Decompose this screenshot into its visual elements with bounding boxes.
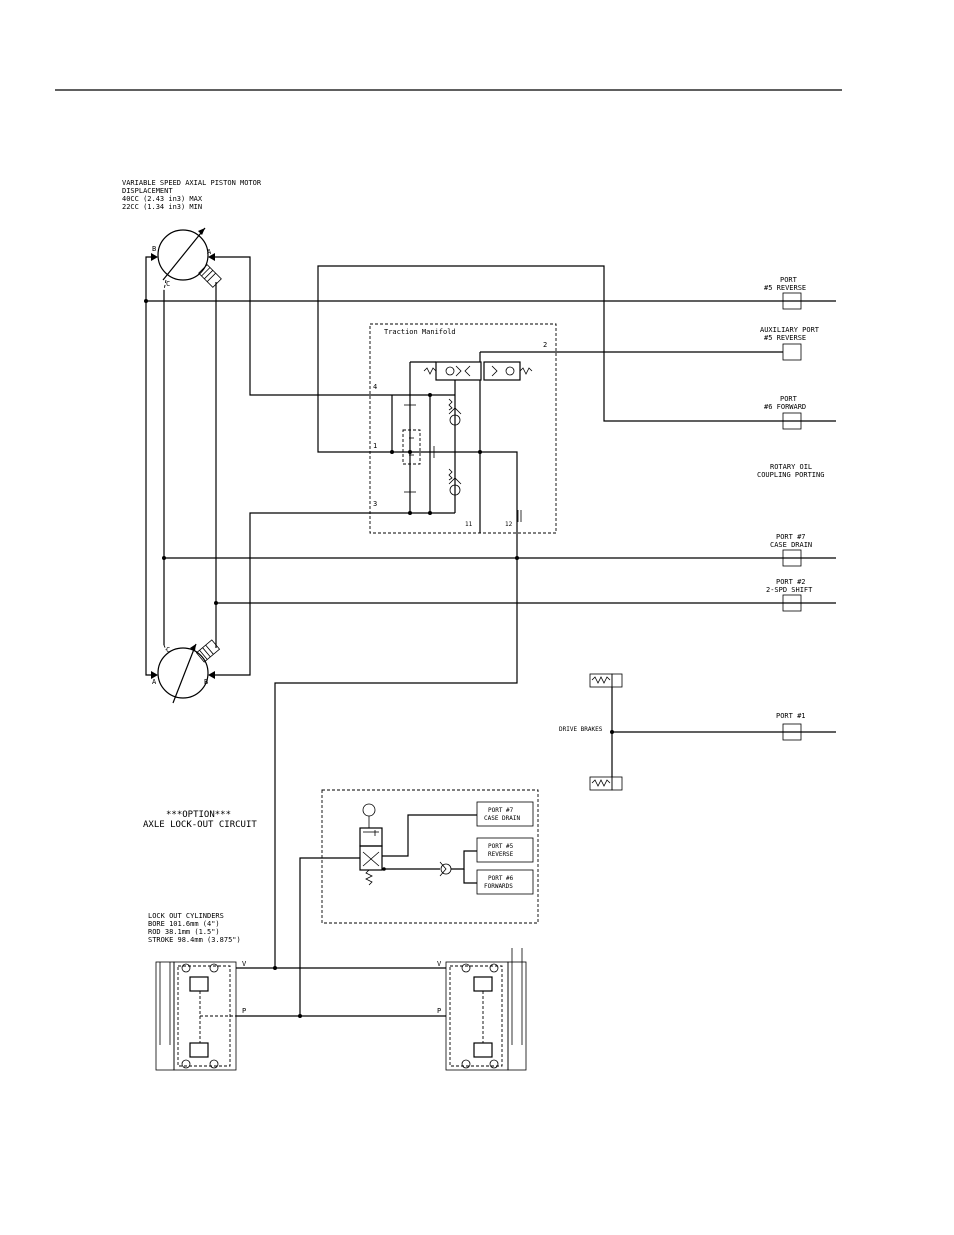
motor-bottom: A B C bbox=[151, 639, 221, 704]
port-5-reverse: PORT #5 REVERSE bbox=[764, 276, 806, 310]
cyl-left-p: P bbox=[242, 1007, 246, 1015]
motor-bottom-port-b: B bbox=[204, 678, 208, 686]
port5-reverse-line1: PORT bbox=[780, 276, 798, 284]
cyl-left-v: V bbox=[242, 960, 247, 968]
manifold-port4: 4 bbox=[373, 383, 377, 391]
cyl-line3: ROD 38.1mm (1.5") bbox=[148, 928, 220, 936]
port-7-case-drain: PORT #7 CASE DRAIN bbox=[770, 533, 812, 567]
motor-bottom-port-a: A bbox=[152, 678, 157, 686]
cyl-line2: BORE 101.6mm (4") bbox=[148, 920, 220, 928]
aux-port-line1: AUXILIARY PORT bbox=[760, 326, 820, 334]
motor-top-port-c: C bbox=[166, 280, 170, 288]
rotary-coupling-label: ROTARY OIL COUPLING PORTING bbox=[757, 463, 824, 479]
cyl-line1: LOCK OUT CYLINDERS bbox=[148, 912, 224, 920]
aux-port-line2: #5 REVERSE bbox=[764, 334, 806, 342]
opt-reverse-line1: PORT #5 bbox=[488, 843, 514, 850]
cyl-right-v: V bbox=[437, 960, 442, 968]
port7-line1: PORT #7 bbox=[776, 533, 806, 541]
aux-port-5-reverse: AUXILIARY PORT #5 REVERSE bbox=[760, 326, 820, 361]
manifold-title: Traction Manifold bbox=[384, 328, 456, 336]
port6-forward-line1: PORT bbox=[780, 395, 798, 403]
option-line1: ***OPTION*** bbox=[166, 810, 231, 820]
rotary-line2: COUPLING PORTING bbox=[757, 471, 824, 479]
port7-line2: CASE DRAIN bbox=[770, 541, 812, 549]
rotary-line1: ROTARY OIL bbox=[770, 463, 812, 471]
motor-spec-label: VARIABLE SPEED AXIAL PISTON MOTOR DISPLA… bbox=[122, 179, 262, 211]
opt-forwards-line1: PORT #6 bbox=[488, 875, 514, 882]
opt-forwards-line2: FORWARDS bbox=[484, 883, 513, 890]
motor-top: B A C bbox=[151, 227, 222, 288]
lockout-cylinder-right: V P bbox=[437, 948, 527, 1071]
motor-spec-line3: 40CC (2.43 in3) MAX bbox=[122, 195, 203, 203]
port6-forward-line2: #6 FORWARD bbox=[764, 403, 806, 411]
opt-case-drain-line2: CASE DRAIN bbox=[484, 815, 521, 822]
port2-line1: PORT #2 bbox=[776, 578, 806, 586]
motor-top-port-a: A bbox=[207, 248, 212, 256]
axle-lockout-valve-box: PORT #7 CASE DRAIN PORT #5 REVERSE PORT … bbox=[298, 789, 539, 1018]
manifold-port1: 1 bbox=[373, 442, 377, 450]
motor-lines bbox=[144, 256, 836, 970]
option-line2: AXLE LOCK-OUT CIRCUIT bbox=[143, 820, 257, 830]
motor-spec-line1: VARIABLE SPEED AXIAL PISTON MOTOR bbox=[122, 179, 262, 187]
port2-line2: 2-SPD SHIFT bbox=[766, 586, 813, 594]
cyl-line4: STROKE 98.4mm (3.875") bbox=[148, 936, 241, 944]
port5-reverse-line2: #5 REVERSE bbox=[764, 284, 806, 292]
lockout-cylinder-left: V P bbox=[155, 960, 247, 1071]
motor-spec-line4: 22CC (1.34 in3) MIN bbox=[122, 203, 202, 211]
port1-label: PORT #1 bbox=[776, 712, 806, 720]
option-label: ***OPTION*** AXLE LOCK-OUT CIRCUIT bbox=[143, 810, 257, 830]
cylinder-spec-label: LOCK OUT CYLINDERS BORE 101.6mm (4") ROD… bbox=[148, 912, 241, 944]
port-2-shift: PORT #2 2-SPD SHIFT bbox=[766, 578, 813, 612]
manifold-port11: 11 bbox=[465, 521, 473, 528]
port-6-forward: PORT #6 FORWARD bbox=[764, 395, 806, 430]
drive-brakes-label: DRIVE BRAKES bbox=[559, 726, 603, 733]
motor-top-port-b: B bbox=[152, 245, 156, 253]
motor-spec-line2: DISPLACEMENT bbox=[122, 187, 173, 195]
manifold-port3: 3 bbox=[373, 500, 377, 508]
manifold-port2: 2 bbox=[543, 341, 547, 349]
opt-reverse-line2: REVERSE bbox=[488, 851, 514, 858]
drive-brakes: DRIVE BRAKES PORT #1 bbox=[559, 673, 836, 791]
cyl-right-p: P bbox=[437, 1007, 441, 1015]
traction-manifold: Traction Manifold 4 1 3 2 11 12 bbox=[369, 323, 600, 534]
opt-case-drain-line1: PORT #7 bbox=[488, 807, 514, 814]
motor-bottom-port-c: C bbox=[166, 646, 170, 654]
manifold-port12: 12 bbox=[505, 521, 513, 528]
